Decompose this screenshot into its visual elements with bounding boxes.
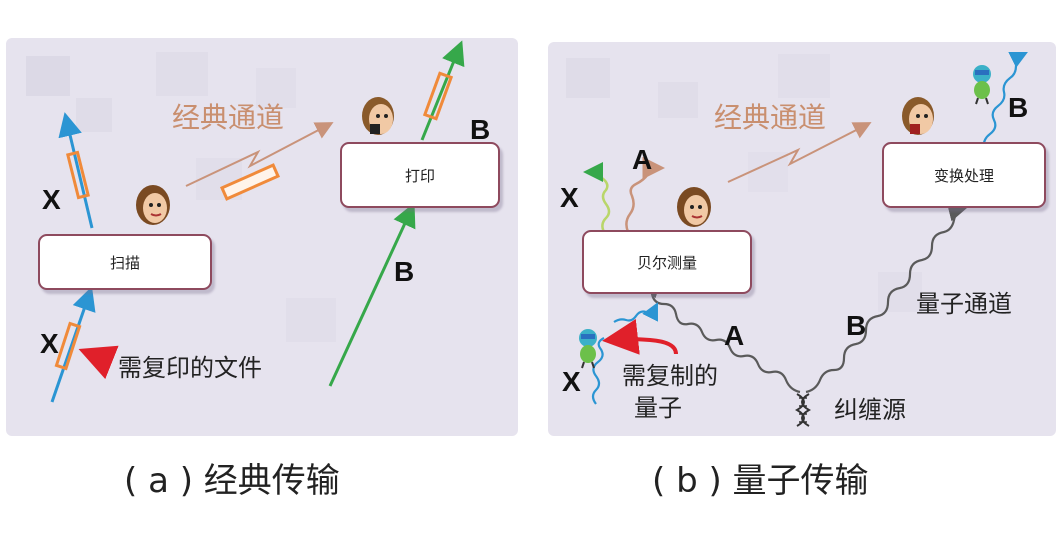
a-out-wave	[625, 156, 665, 233]
person-face-icon	[677, 187, 711, 227]
bg-tile	[286, 298, 336, 342]
transform-box-label: 变换处理	[933, 166, 994, 185]
letter-x-bottom: X	[40, 328, 59, 359]
bg-tile	[566, 58, 610, 98]
letter-b-top: B	[470, 114, 491, 145]
letter-x-top-b: X	[560, 182, 579, 213]
x-in-wave	[591, 337, 605, 405]
red-pointer-arrow	[78, 345, 119, 380]
qubit-label-line2: 量子	[634, 394, 682, 422]
person-face-icon	[362, 97, 394, 135]
bg-tile	[76, 98, 112, 132]
letter-x-bottom-b: X	[562, 366, 581, 397]
bg-tile	[658, 82, 698, 118]
document-label: 需复印的文件	[118, 354, 262, 382]
letter-b-top-b: B	[1008, 92, 1029, 123]
letter-a-mid: A	[724, 320, 745, 351]
print-box-label: 打印	[404, 166, 435, 185]
document-rect	[66, 150, 90, 200]
caption-b: ( b ) 量子传输	[652, 461, 869, 501]
bg-tile	[156, 52, 208, 96]
lightning-arrow-icon	[727, 122, 872, 183]
quantum-wave-b	[805, 202, 969, 394]
quantum-wave-a	[639, 279, 801, 394]
classical-channel-label-b: 经典通道	[714, 101, 827, 134]
x-out-wave	[583, 162, 611, 233]
entanglement-source-label: 纠缠源	[834, 396, 906, 424]
qubit-figure-icon	[579, 329, 597, 369]
letter-x-top: X	[42, 184, 61, 215]
person-face-icon	[136, 185, 170, 225]
bell-box-label: 贝尔测量	[636, 253, 697, 272]
letter-b-mid: B	[846, 310, 867, 341]
lightning-arrow-icon	[185, 122, 334, 187]
document-rect	[422, 71, 454, 121]
person-face-icon	[902, 97, 934, 135]
dna-helix-icon	[794, 393, 812, 427]
document-rect	[219, 163, 281, 201]
letter-b-bottom: B	[394, 256, 415, 287]
transform-box: 变换处理	[882, 142, 1046, 208]
quantum-channel-label: 量子通道	[916, 290, 1012, 318]
print-box: 打印	[340, 142, 500, 208]
bg-tile	[256, 68, 296, 108]
qubit-label-line1: 需复制的	[622, 362, 718, 390]
red-pointer-arrow	[602, 319, 678, 355]
document-rect	[54, 321, 82, 371]
x-signal-line	[50, 112, 96, 403]
classical-channel-label: 经典通道	[172, 101, 285, 134]
bg-tile	[26, 56, 70, 96]
bg-tile	[778, 54, 830, 98]
bg-tile	[878, 272, 922, 312]
caption-a: ( a ) 经典传输	[124, 461, 340, 501]
scan-box: 扫描	[38, 234, 212, 290]
x-to-bell-wave	[613, 302, 658, 323]
scan-box-label: 扫描	[109, 253, 140, 272]
letter-a-top: A	[632, 144, 653, 175]
qubit-figure-icon	[973, 65, 991, 105]
b-out-wave	[982, 52, 1028, 151]
bell-measurement-box: 贝尔测量	[582, 230, 752, 294]
b-signal-line	[328, 40, 465, 387]
